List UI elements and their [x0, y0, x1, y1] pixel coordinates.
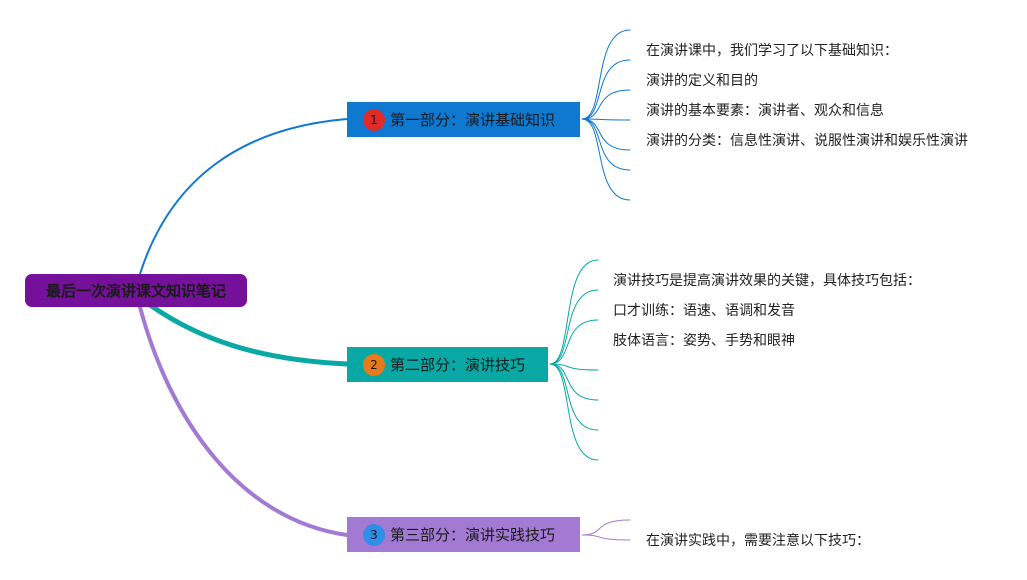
part-2-fan-line-4 — [549, 363, 599, 371]
part-1-fan-line-1 — [581, 29, 631, 120]
number-1-icon: 1 — [363, 108, 385, 131]
leaf-2-3[interactable]: 肢体语言：姿势、手势和眼神 — [613, 333, 795, 349]
part-2-fan-line-7 — [549, 363, 599, 461]
part-2-fan-line-2 — [549, 289, 599, 365]
main-connectors — [138, 118, 350, 537]
leaf-2-2[interactable]: 口才训练：语速、语调和发音 — [613, 303, 795, 319]
branch-part-2-label: 第二部分：演讲技巧 — [390, 356, 526, 374]
branch-part-2[interactable]: 2 第二部分：演讲技巧 — [347, 347, 548, 382]
leaf-2-1[interactable]: 演讲技巧是提高演讲效果的关键，具体技巧包括： — [613, 273, 921, 289]
part-1-fan-line-5 — [581, 118, 631, 151]
leaf-1-2[interactable]: 演讲的定义和目的 — [646, 73, 758, 89]
connector-part-1 — [139, 118, 348, 275]
part-3-fan-line-1 — [581, 519, 631, 536]
part-1-fan-line-2 — [581, 59, 631, 120]
part-2-fan-line-1 — [549, 259, 599, 365]
root-topic[interactable]: 最后一次演讲课文知识笔记 — [25, 274, 247, 307]
root-topic-label: 最后一次演讲课文知识笔记 — [45, 282, 226, 300]
part-1-fan-line-4 — [581, 118, 631, 121]
fan-connectors — [549, 29, 631, 541]
part-3-fan-line-2 — [581, 534, 631, 541]
leaf-1-3[interactable]: 演讲的基本要素：演讲者、观众和信息 — [646, 103, 884, 119]
leaf-1-4[interactable]: 演讲的分类：信息性演讲、说服性演讲和娱乐性演讲 — [646, 133, 968, 149]
part-2-fan-line-3 — [549, 319, 599, 365]
part-1-fan-line-7 — [581, 118, 631, 201]
part-2-fan-line-6 — [549, 363, 599, 431]
number-2-icon: 2 — [363, 353, 385, 376]
branch-part-3[interactable]: 3 第三部分：演讲实践技巧 — [347, 517, 580, 552]
branch-part-3-label: 第三部分：演讲实践技巧 — [390, 526, 556, 544]
connector-part-3 — [138, 305, 349, 537]
leaf-3-1[interactable]: 在演讲实践中，需要注意以下技巧： — [646, 533, 870, 549]
part-1-fan-line-3 — [581, 89, 631, 120]
branch-part-1-label: 第一部分：演讲基础知识 — [390, 111, 556, 129]
connector-part-2 — [147, 302, 350, 367]
number-3-icon: 3 — [363, 523, 385, 546]
part-1-fan-line-6 — [581, 118, 631, 171]
branch-part-1[interactable]: 1 第一部分：演讲基础知识 — [347, 102, 580, 137]
leaf-1-1[interactable]: 在演讲课中，我们学习了以下基础知识： — [646, 43, 898, 59]
part-2-fan-line-5 — [549, 363, 599, 401]
